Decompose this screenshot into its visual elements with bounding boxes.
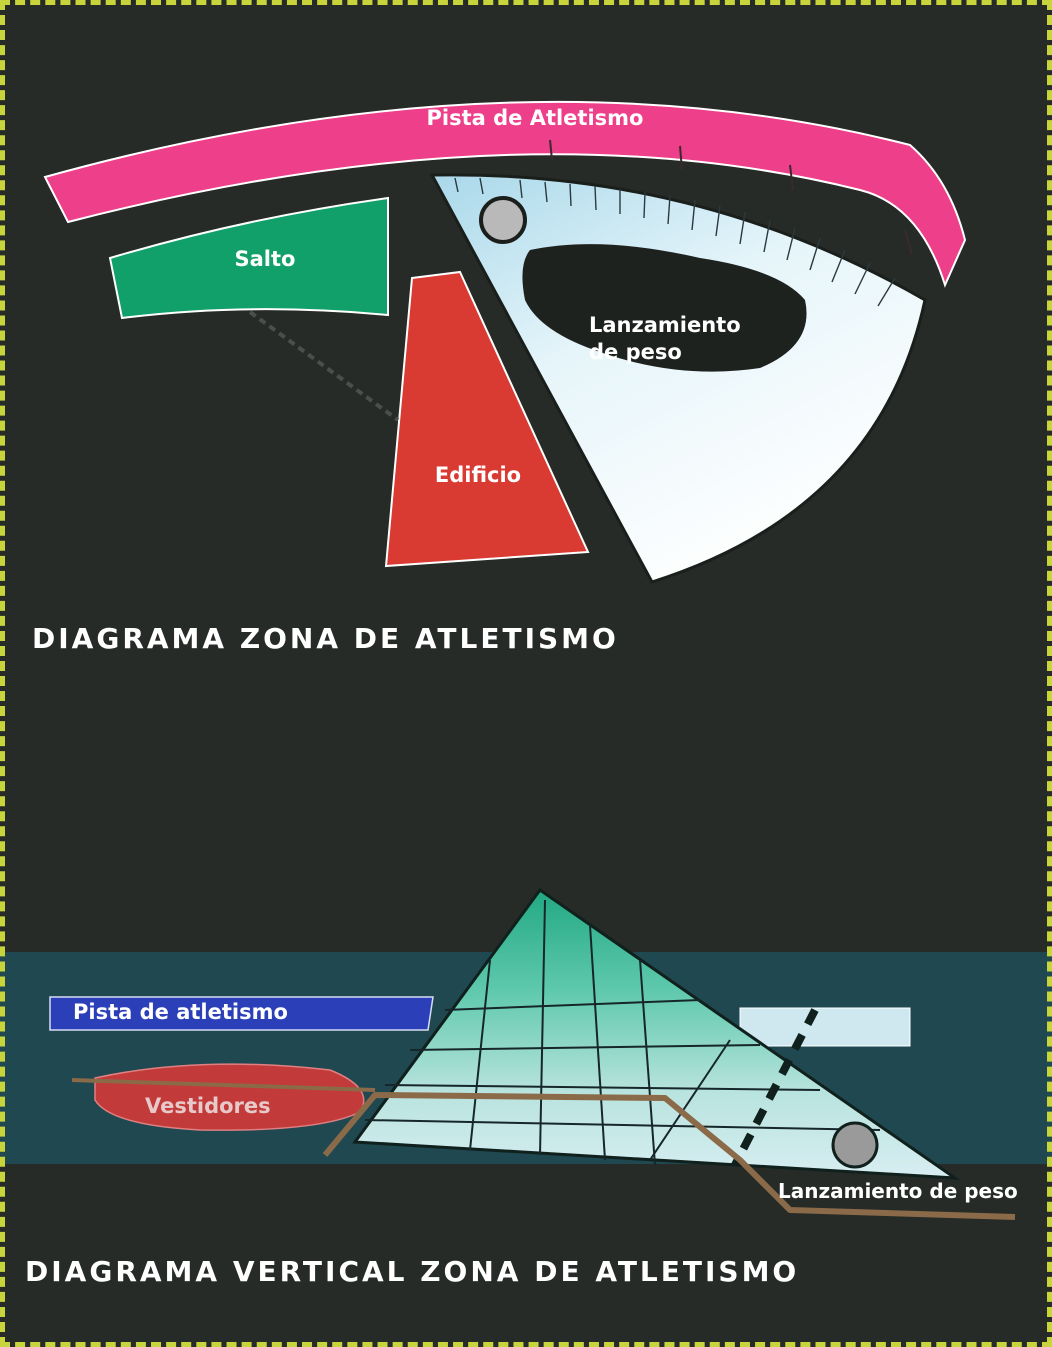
locker-rooms-label: Vestidores [145,1094,271,1118]
building-label: Edificio [435,463,521,487]
landing-zone-shape [522,244,807,372]
building-shape [384,270,590,568]
track-label: Pista de Atletismo [427,106,644,130]
section-diagram: Pista de atletismo Vestidores Lanzamient… [0,887,1052,1220]
jump-zone-shape [108,196,389,320]
sector-hatching [454,177,896,307]
section-throwing-circle-icon [831,1121,879,1169]
section-shot-put-label: Lanzamiento de peso [778,1179,1018,1203]
section-track-shape [49,996,434,1031]
pyramid-grid [364,899,881,1166]
plan-diagram: Pista de Atletismo Salto Edificio Lanzam… [43,100,967,584]
throwing-circle-icon [479,196,527,244]
track-tick-marks [549,139,913,256]
plan-diagram-title: DIAGRAMA ZONA DE ATLETISMO [32,622,619,655]
ground-line [322,1092,1016,1220]
pyramid-dashed-line [731,1008,819,1167]
shot-put-label-line1: Lanzamiento [589,313,741,337]
jump-building-connector [248,310,400,422]
jump-label: Salto [235,247,296,271]
locker-rooms-axis [71,1078,376,1092]
section-diagram-title: DIAGRAMA VERTICAL ZONA DE ATLETISMO [25,1255,800,1288]
track-shape [43,100,967,288]
section-platform [739,1007,911,1047]
section-track-label: Pista de atletismo [73,1000,288,1024]
shot-put-label-line2: de peso [589,340,682,364]
